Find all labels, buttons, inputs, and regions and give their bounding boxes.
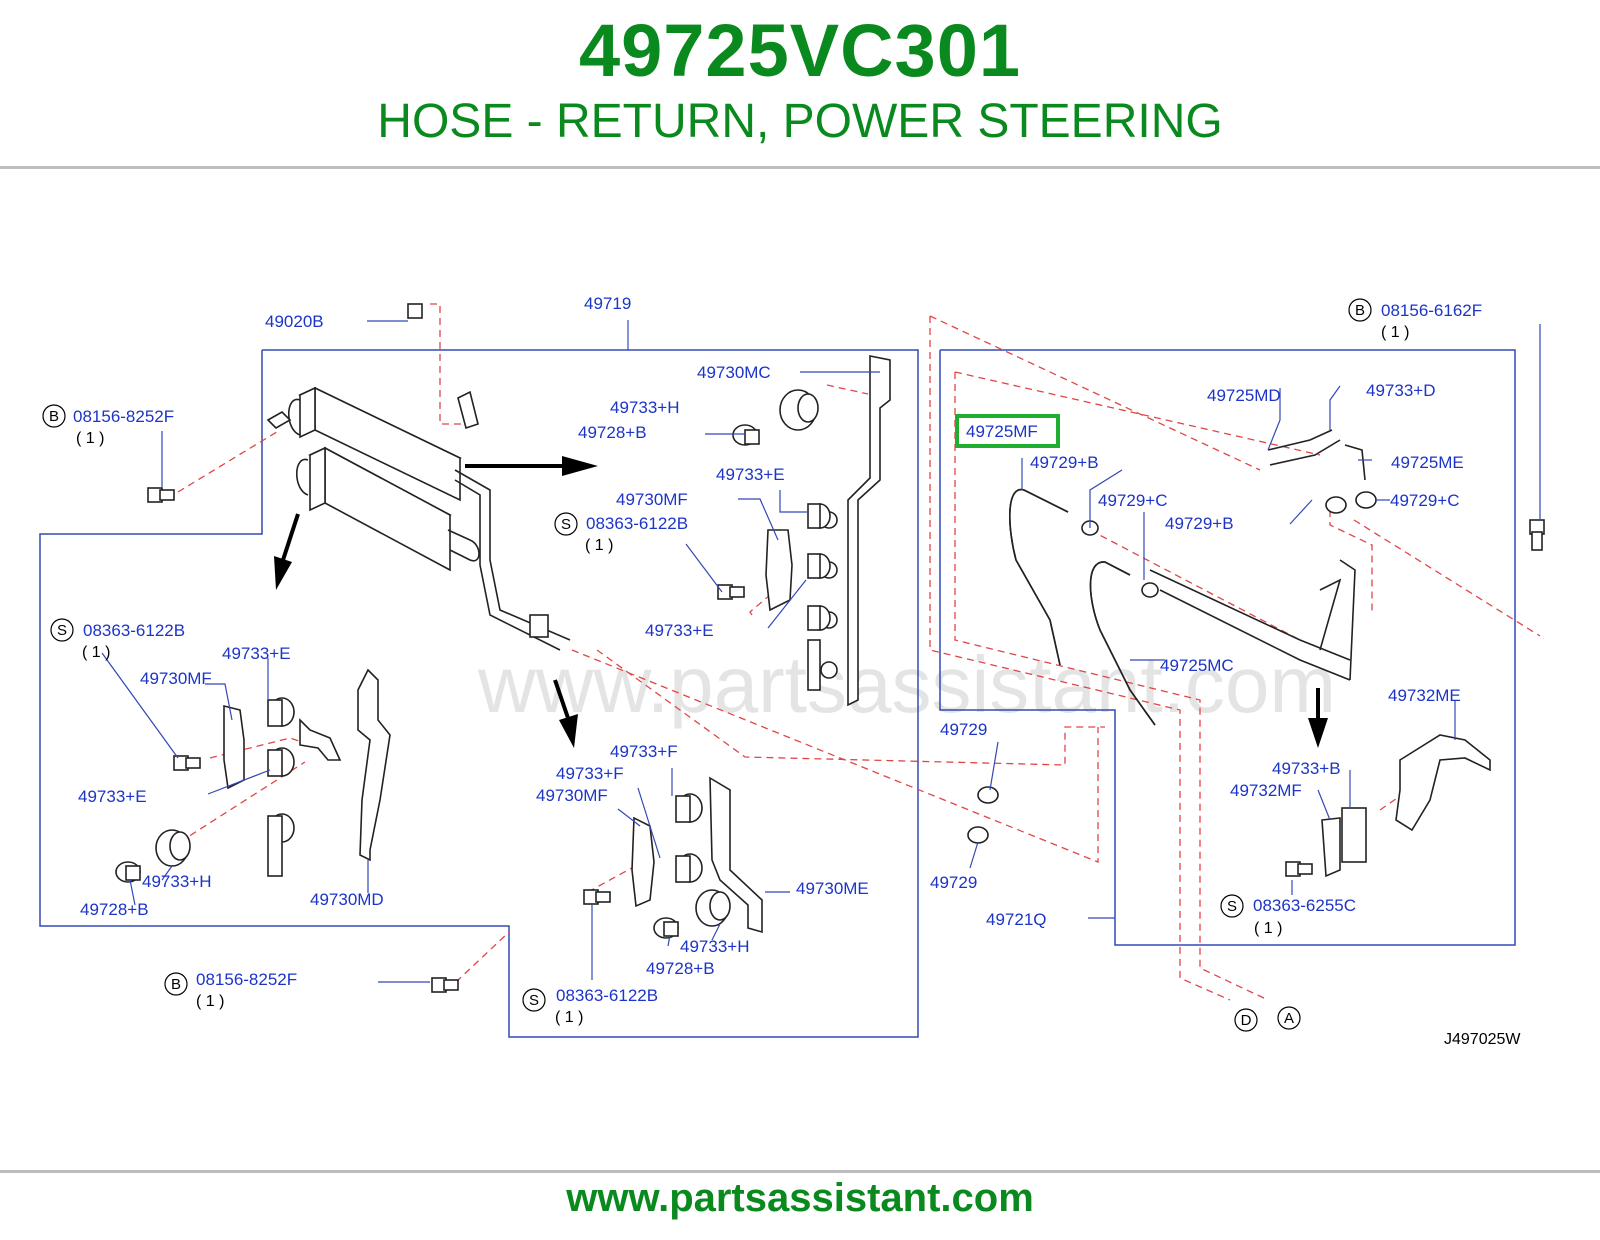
group-box-49721Q bbox=[939, 349, 1516, 946]
watermark-text: www.partsassistant.com bbox=[477, 640, 1336, 729]
label-49725MD[interactable]: 49725MD bbox=[1207, 386, 1281, 405]
label-49725MC[interactable]: 49725MC bbox=[1160, 656, 1234, 675]
marker-b: B bbox=[1355, 302, 1365, 319]
label-49729B[interactable]: 49729+B bbox=[1165, 514, 1234, 533]
label-49733H[interactable]: 49733+H bbox=[610, 398, 679, 417]
label-49725MF[interactable]: 49725MF bbox=[966, 422, 1038, 441]
label-08156-6162F[interactable]: 08156-6162F bbox=[1381, 301, 1482, 320]
label-49728B[interactable]: 49728+B bbox=[646, 959, 715, 978]
oil-cooler-drawing bbox=[266, 386, 571, 651]
label-49730MC[interactable]: 49730MC bbox=[697, 363, 771, 382]
footer-url-link[interactable]: www.partsassistant.com bbox=[566, 1176, 1034, 1220]
label-49733E[interactable]: 49733+E bbox=[645, 621, 714, 640]
qty-08156-6162F: ( 1 ) bbox=[1381, 324, 1409, 341]
bracket-49730ME-drawing bbox=[583, 776, 763, 939]
label-49721Q[interactable]: 49721Q bbox=[986, 910, 1047, 929]
label-08156-8252F[interactable]: 08156-8252F bbox=[73, 407, 174, 426]
qty-08156-8252F: ( 1 ) bbox=[76, 430, 104, 447]
label-08363-6122B[interactable]: 08363-6122B bbox=[556, 986, 658, 1005]
label-08363-6122B[interactable]: 08363-6122B bbox=[586, 514, 688, 533]
selected-part-highlight bbox=[955, 414, 1060, 448]
label-49728B[interactable]: 49728+B bbox=[578, 423, 647, 442]
label-49733E[interactable]: 49733+E bbox=[222, 644, 291, 663]
label-49733H[interactable]: 49733+H bbox=[680, 937, 749, 956]
label-49020B[interactable]: 49020B bbox=[265, 312, 324, 331]
label-49733B[interactable]: 49733+B bbox=[1272, 759, 1341, 778]
parts-diagram: www.partsassistant.com bbox=[39, 294, 1545, 1048]
qty-08363-6122B: ( 1 ) bbox=[585, 537, 613, 554]
label-49733E[interactable]: 49733+E bbox=[716, 465, 785, 484]
circle-markers: B B S S B S S D A bbox=[42, 298, 1372, 1032]
marker-s: S bbox=[57, 622, 67, 639]
bracket-49732ME-drawing bbox=[407, 303, 1545, 878]
label-leader-lines bbox=[101, 320, 1541, 983]
label-49732ME[interactable]: 49732ME bbox=[1388, 686, 1461, 705]
label-08156-8252F[interactable]: 08156-8252F bbox=[196, 970, 297, 989]
marker-d: D bbox=[1241, 1012, 1252, 1029]
label-49733H[interactable]: 49733+H bbox=[142, 872, 211, 891]
marker-s: S bbox=[529, 992, 539, 1009]
qty-08363-6122B: ( 1 ) bbox=[555, 1009, 583, 1026]
label-49730ME[interactable]: 49730ME bbox=[796, 879, 869, 898]
label-49733E[interactable]: 49733+E bbox=[78, 787, 147, 806]
footer-divider bbox=[0, 1170, 1600, 1173]
label-49733D[interactable]: 49733+D bbox=[1366, 381, 1435, 400]
label-49729[interactable]: 49729 bbox=[940, 720, 987, 739]
direction-arrows bbox=[274, 456, 1328, 748]
label-49732MF[interactable]: 49732MF bbox=[1230, 781, 1302, 800]
qty-08363-6122B: ( 1 ) bbox=[82, 644, 110, 661]
label-49729C[interactable]: 49729+C bbox=[1390, 491, 1459, 510]
label-49729B[interactable]: 49729+B bbox=[1030, 453, 1099, 472]
return-hose-drawing bbox=[967, 429, 1377, 844]
label-08363-6255C[interactable]: 08363-6255C bbox=[1253, 896, 1356, 915]
marker-b: B bbox=[49, 408, 59, 425]
label-49730MD[interactable]: 49730MD bbox=[310, 890, 384, 909]
label-49733F[interactable]: 49733+F bbox=[556, 764, 624, 783]
label-49733F[interactable]: 49733+F bbox=[610, 742, 678, 761]
label-49729C[interactable]: 49729+C bbox=[1098, 491, 1167, 510]
label-49725ME[interactable]: 49725ME bbox=[1391, 453, 1464, 472]
label-49729[interactable]: 49729 bbox=[930, 873, 977, 892]
group-box-49719 bbox=[39, 349, 919, 1038]
bracket-49730MC-drawing bbox=[717, 355, 891, 707]
marker-s: S bbox=[561, 516, 571, 533]
label-49730MF[interactable]: 49730MF bbox=[616, 490, 688, 509]
label-08363-6122B[interactable]: 08363-6122B bbox=[83, 621, 185, 640]
qty-08363-6255C: ( 1 ) bbox=[1254, 920, 1282, 937]
marker-s: S bbox=[1227, 898, 1237, 915]
header-divider bbox=[0, 166, 1600, 169]
marker-b: B bbox=[171, 976, 181, 993]
marker-a: A bbox=[1284, 1010, 1294, 1027]
part-name-subtitle: HOSE - RETURN, POWER STEERING bbox=[377, 95, 1223, 148]
label-49719[interactable]: 49719 bbox=[584, 294, 631, 313]
part-labels: 49020B 49719 08156-6162F ( 1 ) 08156-825… bbox=[73, 294, 1482, 1026]
label-49730MF[interactable]: 49730MF bbox=[140, 669, 212, 688]
qty-08156-8252F: ( 1 ) bbox=[196, 993, 224, 1010]
part-number-title: 49725VC301 bbox=[578, 9, 1022, 92]
diagram-code: J497025W bbox=[1444, 1031, 1521, 1048]
label-49730MF[interactable]: 49730MF bbox=[536, 786, 608, 805]
bracket-49730MD-drawing bbox=[115, 487, 459, 993]
label-49728B[interactable]: 49728+B bbox=[80, 900, 149, 919]
